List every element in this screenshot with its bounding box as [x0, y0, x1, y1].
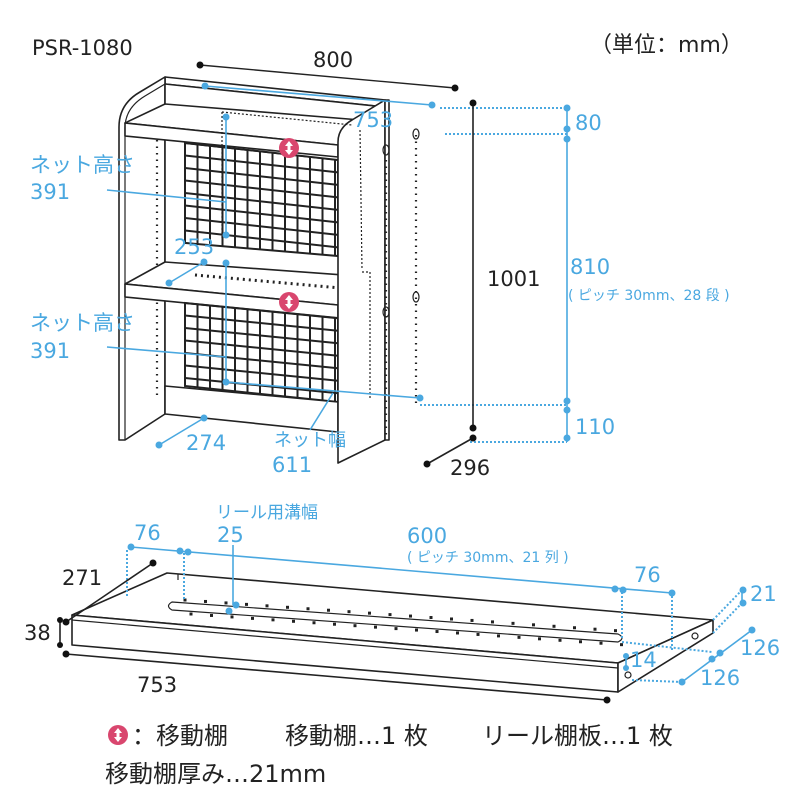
legend-mark-label: ：移動棚: [132, 722, 228, 750]
reel-peg: [306, 607, 310, 611]
reel-peg: [470, 618, 474, 622]
board-thickness-dim: 38: [24, 621, 51, 645]
net-wire: [185, 217, 338, 237]
groove-width-dim: 25: [217, 523, 244, 547]
legend-reel-count: リール棚板…1 枚: [482, 722, 673, 750]
net-wire: [185, 339, 338, 357]
legend: ：移動棚 移動棚…1 枚 リール棚板…1 枚 移動棚厚み…21mm: [105, 722, 673, 788]
span-dim: 600: [407, 524, 447, 548]
reel-peg: [614, 629, 617, 633]
hole-126-b-dim: 126: [700, 666, 740, 690]
reel-peg: [599, 641, 603, 645]
reel-peg: [388, 613, 392, 617]
reel-peg: [224, 601, 228, 605]
reel-peg: [558, 638, 562, 642]
edge-14-dim: 14: [630, 648, 657, 672]
shelf-unit-drawing: [118, 76, 420, 464]
groove-width-label: リール用溝幅: [216, 503, 318, 523]
reel-peg: [450, 617, 453, 621]
net-width-label: ネット幅: [274, 430, 346, 451]
reel-peg: [189, 612, 193, 616]
reel-peg: [538, 637, 541, 641]
reel-peg: [271, 618, 275, 622]
reel-shelf-dimensions: リール用溝幅 25 76 600 ( ピッチ 30mm、21 列 ) 76 27…: [24, 503, 780, 704]
reel-peg: [552, 624, 556, 628]
net-wire: [185, 192, 338, 212]
unit-label: （単位：mm）: [590, 33, 743, 58]
reel-peg: [532, 623, 535, 627]
shelf-unit-dimensions: 800 753 ネット高さ 391 ネット高さ 391 253 274 ネット幅…: [30, 48, 730, 480]
reel-peg: [579, 640, 582, 644]
reel-peg: [374, 625, 377, 629]
net-wire: [185, 364, 338, 382]
reel-peg: [204, 599, 207, 603]
net-wire: [185, 327, 338, 345]
left-margin-dim: 76: [134, 521, 161, 545]
reel-peg: [353, 624, 357, 628]
reel-peg: [517, 635, 521, 639]
reel-peg: [511, 621, 515, 625]
net-height-2: 391: [30, 339, 70, 363]
movable-shelf-mark-icon: [279, 138, 299, 158]
top-offset-dim: 80: [575, 111, 602, 135]
edge-21-dim: 21: [750, 582, 777, 606]
reel-peg: [251, 616, 254, 620]
depth-dim: 296: [450, 456, 490, 480]
model-number: PSR-1080: [32, 36, 133, 60]
reel-peg: [333, 622, 336, 626]
reel-peg: [230, 615, 234, 619]
right-margin-dim: 76: [634, 563, 661, 587]
reel-peg: [312, 621, 316, 625]
reel-peg: [292, 619, 295, 623]
height-dim: 1001: [487, 267, 540, 291]
pitch-note: ( ピッチ 30mm、28 段 ): [568, 288, 730, 304]
reel-peg: [415, 628, 418, 632]
reel-peg: [327, 608, 330, 612]
reel-peg: [593, 627, 597, 631]
reel-peg: [620, 643, 623, 647]
net-wire: [185, 179, 338, 199]
legend-movable-count: 移動棚…1 枚: [285, 722, 428, 750]
net-wire: [185, 204, 338, 224]
span-pitch-note: ( ピッチ 30mm、21 列 ): [407, 550, 569, 566]
board-depth-dim: 271: [62, 566, 102, 590]
reel-groove: [167, 601, 623, 643]
reel-peg: [476, 632, 480, 636]
reel-peg: [210, 613, 213, 617]
reel-peg: [245, 602, 248, 606]
movable-shelf-mark-icon: [279, 292, 299, 312]
reel-peg: [265, 604, 269, 608]
shelf-depth-dim: 253: [174, 235, 214, 259]
net-wire: [185, 167, 338, 187]
reel-peg: [347, 610, 351, 614]
reel-peg: [394, 627, 398, 631]
right-side-panel: [337, 99, 386, 464]
inner-width-dim: 753: [353, 108, 393, 132]
reel-peg: [286, 605, 289, 609]
net-wire: [185, 154, 338, 174]
net-height-label-1: ネット高さ: [30, 153, 135, 177]
net-height-label-2: ネット高さ: [30, 311, 135, 335]
reel-peg: [491, 620, 494, 624]
width-dim: 800: [313, 48, 353, 72]
legend-thickness: 移動棚厚み…21mm: [105, 760, 326, 788]
board-width-dim: 753: [137, 673, 177, 697]
reel-peg: [183, 598, 187, 602]
bottom-offset-dim: 110: [575, 415, 615, 439]
net-wire: [185, 229, 338, 249]
pitch-range-dim: 810: [570, 255, 610, 279]
reel-peg: [435, 630, 439, 634]
reel-peg: [368, 611, 371, 615]
reel-peg: [409, 614, 412, 618]
net-wire: [185, 314, 338, 332]
reel-peg: [497, 634, 500, 638]
bottom-depth-dim: 274: [186, 431, 226, 455]
hole-126-a-dim: 126: [740, 636, 780, 660]
reel-peg: [573, 626, 576, 630]
net-height-1: 391: [30, 180, 70, 204]
reel-peg: [429, 616, 433, 620]
reel-peg: [456, 631, 459, 635]
net-width-dim: 611: [272, 453, 312, 477]
movable-shelf-mark-icon: [108, 725, 128, 745]
